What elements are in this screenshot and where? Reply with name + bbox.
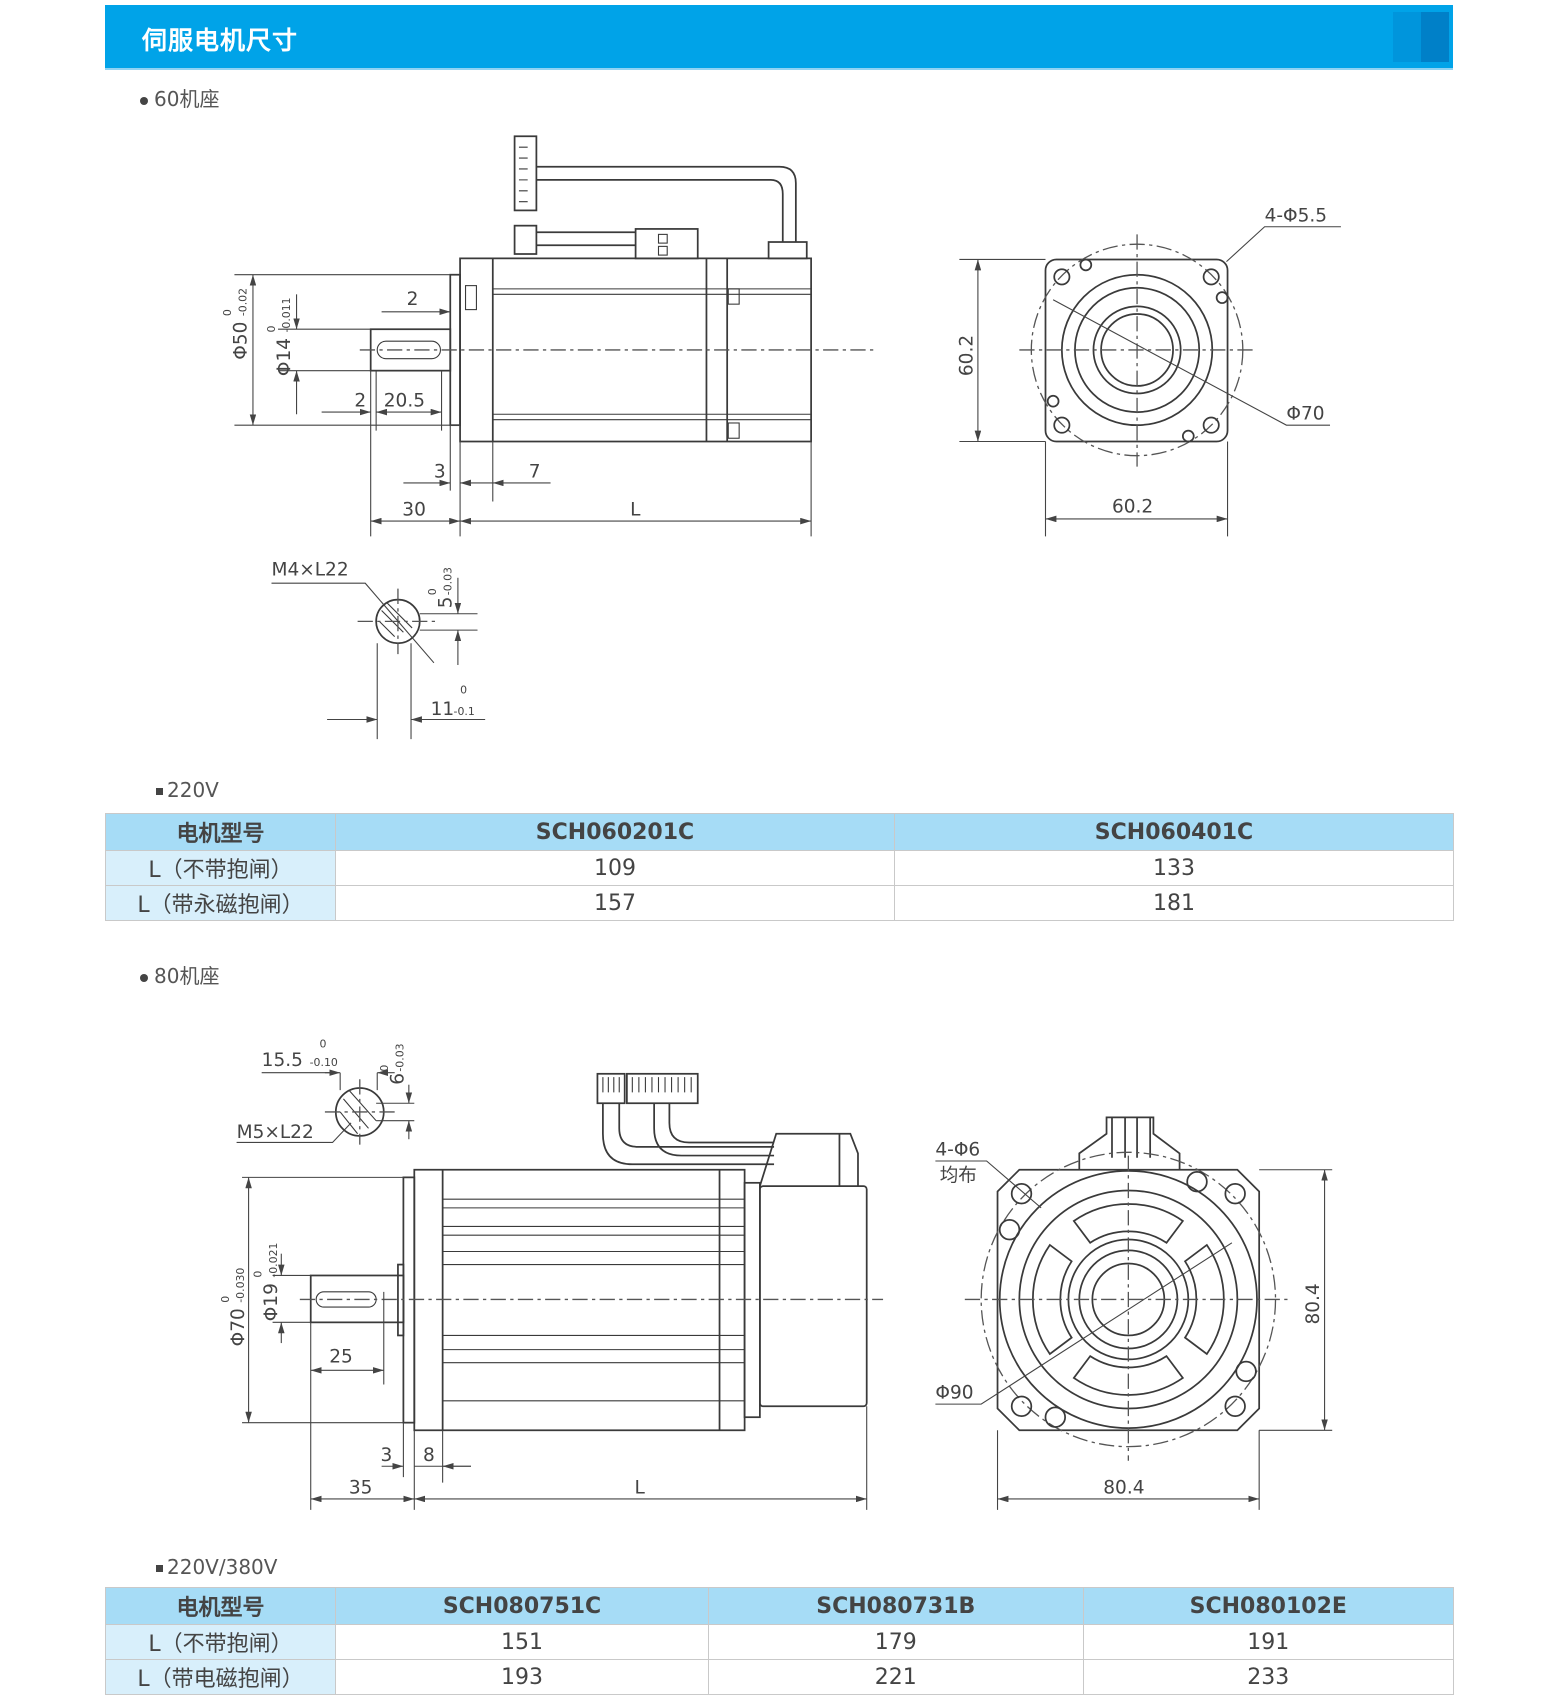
dim-key-11: 11 [431,699,455,720]
dim-phi19-upper: 0 [252,1271,265,1278]
dim-key-15-5-lower: -0.10 [310,1056,338,1069]
dim-key-5-lower: -0.03 [441,567,454,595]
dim-phi14-upper: 0 [265,325,278,332]
table-cell: 221 [708,1659,1084,1695]
dim-holes-4-phi6: 4-Φ6 [935,1140,980,1161]
dim-width-60-2: 60.2 [1112,496,1153,517]
table-cell: 151 [334,1624,710,1660]
dim-L: L [635,1478,646,1499]
dimensions-table-60: 电机型号 SCH060201C SCH060401C L（不带抱闸） 109 1… [105,813,1454,921]
section-80-voltage: 220V/380V [156,1555,277,1579]
bullet-icon [140,973,148,982]
dim-phi70-upper: 0 [219,1296,232,1303]
page-title: 伺服电机尺寸 [142,26,299,55]
dim-holes-4-phi5-5: 4-Φ5.5 [1265,205,1327,226]
table-row-label: L（带永磁抱闸） [105,885,336,921]
table-header-cell: SCH060201C [335,813,895,851]
dim-key-11-lower: -0.1 [454,705,475,718]
table-header-cell: SCH080731B [708,1587,1084,1625]
section-60-label: 60机座 [154,87,220,111]
dim-phi19-lower: -0.021 [267,1243,280,1278]
dim-key-6-upper: 0 [378,1065,391,1072]
section-header-bar: 伺服电机尺寸 [105,5,1453,70]
dim-phi14: Φ14 [274,338,295,376]
bullet-icon [156,1565,163,1572]
table-cell: 179 [708,1624,1084,1660]
dim-phi50-lower: -0.02 [236,288,249,316]
dim-3: 3 [380,1445,392,1466]
dim-phi14-lower: -0.011 [280,297,293,332]
dim-2-flange: 2 [407,289,419,310]
dim-35: 35 [349,1478,373,1499]
dim-key-5: 5 [435,597,456,609]
dim-30: 30 [402,500,426,521]
dim-20-5: 20.5 [384,391,425,412]
dim-key-6: 6 [387,1073,408,1085]
motor-80-front-view: 80.4 80.4 4-Φ6 均布 Φ90 [935,1116,1333,1510]
table-header-cell: SCH080751C [334,1587,710,1625]
table-header-cell: 电机型号 [105,1587,336,1625]
dim-phi50: Φ50 [230,322,251,360]
dim-25: 25 [329,1347,353,1368]
table-row-label: L（不带抱闸） [105,1624,336,1660]
dim-height-60-2: 60.2 [956,335,977,376]
dim-width-80-4: 80.4 [1103,1478,1144,1499]
dim-key-15-5: 15.5 [262,1050,303,1071]
dim-8: 8 [423,1445,435,1466]
table-cell: 191 [1082,1624,1455,1660]
table-row: L（不带抱闸） 109 133 [105,850,1454,886]
dim-phi19: Φ19 [261,1283,282,1321]
housing-windows [1032,1203,1225,1396]
dim-3: 3 [434,461,446,482]
section-60-voltage: 220V [156,778,219,802]
section-80-title: 80机座 [140,960,219,989]
dim-pcd-phi70: Φ70 [1286,404,1324,425]
bullet-icon [140,96,148,105]
section-60-title: 60机座 [140,83,219,112]
table-header-cell: 电机型号 [105,813,336,851]
shaft-60-section: M4×L22 50-0.03 11 0 -0.1 [271,560,486,740]
table-header-row: 电机型号 SCH080751C SCH080731B SCH080102E [105,1587,1455,1625]
table-row: L（带电磁抱闸） 193 221 233 [105,1659,1455,1695]
dim-thread-m5: M5×L22 [237,1122,314,1143]
table-row-label: L（带电磁抱闸） [105,1659,336,1695]
dim-phi70: Φ70 [228,1308,249,1346]
section-80-label: 80机座 [154,964,220,988]
dim-holes-note: 均布 [940,1166,977,1187]
dim-key-15-5-upper: 0 [319,1038,326,1051]
table-cell: 233 [1082,1659,1455,1695]
table-row-label: L（不带抱闸） [105,850,336,886]
dim-L: L [630,500,641,521]
table-header-cell: SCH060401C [894,813,1454,851]
dimensions-table-80: 电机型号 SCH080751C SCH080731B SCH080102E L（… [105,1587,1455,1695]
header-accent [1421,12,1449,62]
bullet-icon [156,788,163,795]
voltage-label: 220V [167,778,219,802]
dim-key-5-upper: 0 [426,588,439,595]
table-cell: 181 [894,885,1454,921]
motor-60-front-view: 60.2 60.2 4-Φ5.5 Φ70 [956,205,1341,537]
table-row: L（带永磁抱闸） 157 181 [105,885,1454,921]
dim-2-shaft: 2 [354,391,366,412]
table-cell: 157 [335,885,895,921]
dim-height-80-4: 80.4 [1303,1283,1324,1324]
voltage-label: 220V/380V [167,1555,278,1579]
shaft-80-section: 15.5 0 -0.10 60-0.03 M5×L22 [236,1038,415,1145]
dim-pcd-phi90: Φ90 [935,1383,973,1404]
table-header-row: 电机型号 SCH060201C SCH060401C [105,813,1454,851]
table-header-cell: SCH080102E [1082,1587,1455,1625]
dim-key-11-upper: 0 [460,683,467,696]
dim-key-6-lower: -0.03 [393,1043,406,1071]
dim-thread-m4: M4×L22 [271,560,348,581]
table-row: L（不带抱闸） 151 179 191 [105,1624,1455,1660]
dim-phi50-upper: 0 [221,309,234,316]
dim-phi70-lower: -0.030 [234,1268,247,1303]
table-cell: 109 [335,850,895,886]
header-accent [1393,12,1421,62]
table-cell: 133 [894,850,1454,886]
table-cell: 193 [334,1659,710,1695]
dim-7: 7 [529,461,541,482]
